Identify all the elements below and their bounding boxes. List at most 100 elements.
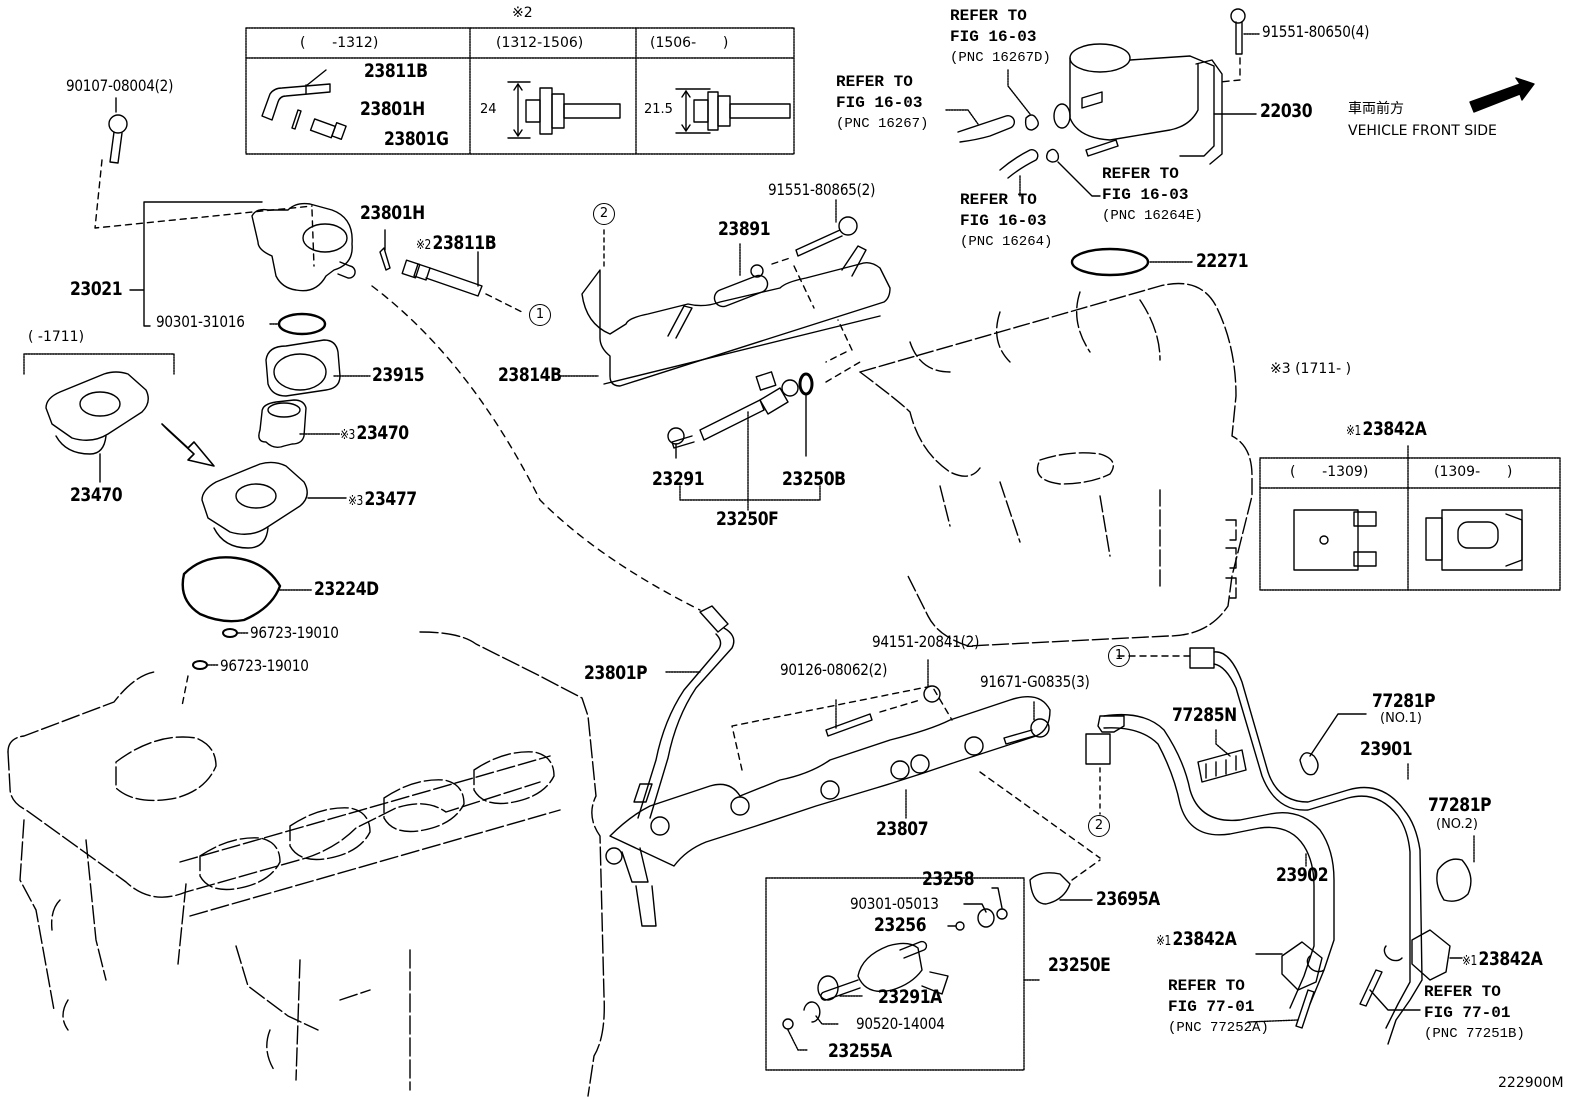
oring-96723-a-icon [222,628,238,638]
part-label-23801H-table[interactable]: 23801H [360,98,425,120]
part-label-23250B[interactable]: 23250B [782,468,846,490]
part-number: 23811B [432,232,497,254]
reference-pnc: (PNC 16267) [836,116,929,132]
part-label-23258[interactable]: 23258 [922,868,975,890]
connector-23842A-right-icon [1411,929,1451,981]
part-label-23891[interactable]: 23891 [718,218,771,240]
leader-23021 [129,201,263,327]
bolt-91551-80650-icon [1230,8,1246,55]
engine-cylinder-head-icon [7,631,605,1097]
oring-90301-31016-icon [277,312,327,336]
part-label-23902[interactable]: 23902 [1276,864,1329,886]
reference-fig-16-03-pnc-16267[interactable]: REFER TO FIG 16-03 (PNC 16267) [836,72,928,135]
part-label-94151-20841[interactable]: 94151-20841(2) [872,632,980,651]
part-label-23814B[interactable]: 23814B [498,364,562,386]
part-label-96723-19010-a[interactable]: 96723-19010 [250,623,339,642]
seal-23291A-icon [817,975,839,1001]
bolt-91551-80865-icon [795,216,858,257]
part-label-22271[interactable]: 22271 [1196,250,1249,272]
part-label-23842A-right[interactable]: ※123842A [1462,948,1543,970]
part-label-77281P-no2[interactable]: 77281P [1428,794,1492,816]
part-label-23256[interactable]: 23256 [874,914,927,936]
oring-96723-b-icon [192,660,208,670]
part-label-90107-08004[interactable]: 90107-08004(2) [66,76,174,95]
part-label-23901[interactable]: 23901 [1360,738,1413,760]
part-label-23470[interactable]: 23470 [70,484,123,506]
part-label-23801H[interactable]: 23801H [360,202,425,224]
part-label-22030[interactable]: 22030 [1260,100,1313,122]
part-label-91671-G0835[interactable]: 91671-G0835(3) [980,672,1090,691]
part-label-23224D[interactable]: 23224D [314,578,379,600]
bolt-90107-icon [94,97,313,229]
reference-pnc: (PNC 16267D) [950,50,1051,66]
part-label-91551-80650[interactable]: 91551-80650(4) [1262,22,1370,41]
part-label-77285N[interactable]: 77285N [1172,704,1237,726]
part-label-23470-note3[interactable]: ※323470 [340,424,409,443]
part-label-91551-80865[interactable]: 91551-80865(2) [768,180,876,199]
part-label-23801G[interactable]: 23801G [384,128,449,150]
seal-23255A-icon [782,1018,794,1030]
part-label-23811B[interactable]: ※223811B [416,232,497,254]
reference-fig-77-01-pnc-77251B[interactable]: REFER TO FIG 77-01 (PNC 77251B) [1424,982,1525,1045]
fuel-rail-23807-icon [605,696,1051,927]
connector-new-icon [1425,509,1523,571]
part-number: 23842A [1478,948,1543,970]
dimension-21-5: 21.5 [644,102,673,117]
part-label-23291[interactable]: 23291 [652,468,705,490]
part-label-23807[interactable]: 23807 [876,818,929,840]
hose-16267-icon [957,114,1016,143]
part-label-23842A-left[interactable]: ※123842A [1156,930,1237,949]
note-mark-3: ※3 [340,428,355,443]
range-label-1711: ( -1711) [28,329,85,345]
note1-col2-header: (1309- ) [1434,464,1513,480]
gasket-22271-icon [1070,247,1150,277]
part-label-23250F[interactable]: 23250F [716,508,779,530]
clip-77281P-1-icon [1299,752,1319,776]
range-bracket [23,353,175,375]
injector-kit-box [765,877,1025,1071]
fitting-23811B-icon [401,251,483,297]
reference-fig-16-03-pnc-16264E[interactable]: REFER TO FIG 16-03 (PNC 16264E) [1102,164,1203,227]
part-label-90301-31016[interactable]: 90301-31016 [156,312,245,331]
part-label-90126-08062[interactable]: 90126-08062(2) [780,660,888,679]
part-label-23811B-table[interactable]: 23811B [364,60,428,82]
figure-code: 222900M [1498,1075,1564,1091]
hose-clip-77285N-icon [1197,749,1247,783]
cushion-23256-icon [955,921,965,931]
pipe-77251B-icon [1359,969,1383,1007]
part-label-23801P[interactable]: 23801P [584,662,648,684]
part-label-23695A[interactable]: 23695A [1096,888,1160,910]
part-label-23021[interactable]: 23021 [70,278,123,300]
fitting-elbow-icon [261,69,331,121]
part-label-23250E[interactable]: 23250E [1048,954,1111,976]
pipe-77252A-icon [1295,989,1315,1029]
injector-23250F-icon [671,371,799,449]
nut-94151-icon [923,685,941,703]
note3-range-label: ※3 (1711- ) [1270,361,1352,377]
part-label-90301-05013[interactable]: 90301-05013 [850,894,939,913]
part-label-90520-14004[interactable]: 90520-14004 [856,1014,945,1033]
front-arrow-icon [1469,77,1535,113]
part-label-23477[interactable]: ※323477 [348,490,417,509]
part-label-23255A[interactable]: 23255A [828,1040,892,1062]
fuel-rail-23814B-icon [581,245,891,387]
reference-line: REFER TO [1102,165,1179,183]
part-label-23291A[interactable]: 23291A [878,986,942,1008]
part-label-23842A-table[interactable]: ※123842A [1346,420,1427,439]
note-mark-1: ※1 [1346,424,1361,439]
note1-table-frame [1259,445,1561,591]
connector-old-icon [1293,509,1377,571]
reference-pnc: (PNC 77251B) [1424,1026,1525,1042]
part-label-96723-19010-b[interactable]: 96723-19010 [220,656,309,675]
direction-label-en: VEHICLE FRONT SIDE [1348,123,1497,139]
part-label-23915[interactable]: 23915 [372,364,425,386]
connection-marker-1: 1 [1108,645,1130,667]
fuel-pump-23021-icon [251,202,356,292]
clip-77281P-2-icon [1436,858,1472,902]
reference-fig-16-03-pnc-16264[interactable]: REFER TO FIG 16-03 (PNC 16264) [960,190,1052,253]
reference-fig-16-03-pnc-16267D[interactable]: REFER TO FIG 16-03 (PNC 16267D) [950,6,1051,69]
oring-23801H-icon [379,247,391,271]
part-label-77281P-no1[interactable]: 77281P [1372,690,1436,712]
gasket-23224D-icon [181,556,282,623]
reference-fig-77-01-pnc-77252A[interactable]: REFER TO FIG 77-01 (PNC 77252A) [1168,976,1269,1039]
